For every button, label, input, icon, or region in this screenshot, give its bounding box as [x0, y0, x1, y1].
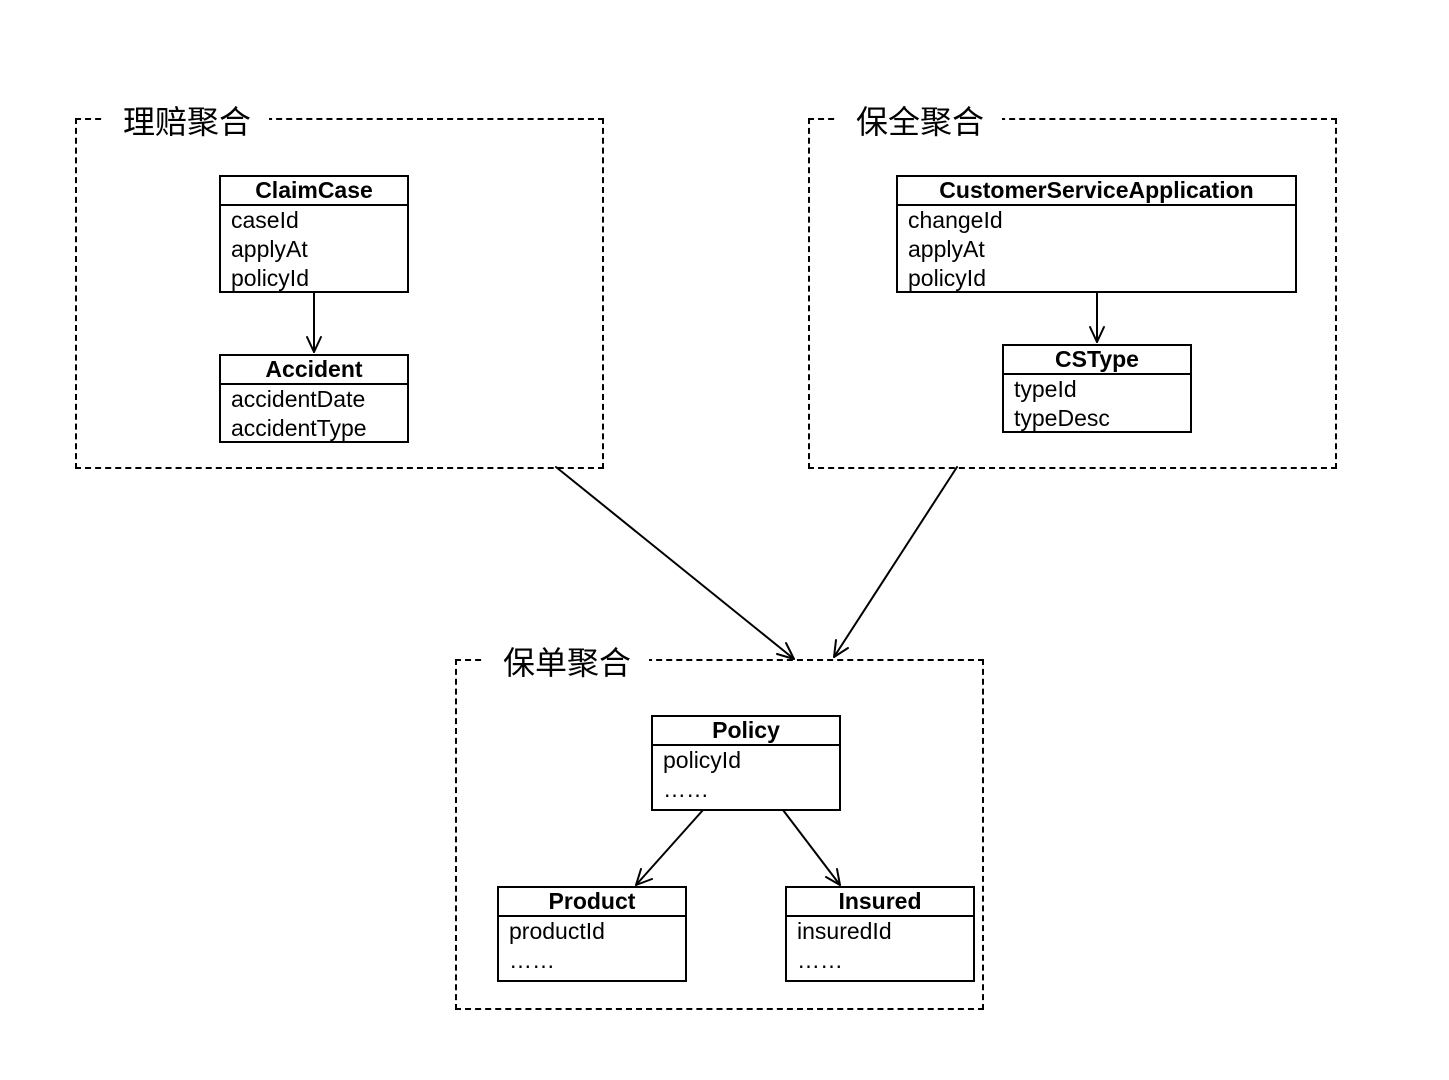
policy-attributes: policyId …… [653, 746, 839, 804]
insured-attributes: insuredId …… [787, 917, 973, 975]
class-attribute: …… [797, 947, 843, 973]
accident-attributes: accidentDate accidentType [221, 385, 407, 443]
cs-type-class-name: CSType [1004, 346, 1190, 375]
accident-class[interactable]: Accident accidentDate accidentType [219, 354, 409, 443]
claim-case-class-name: ClaimCase [221, 177, 407, 206]
class-attribute: insuredId [797, 918, 892, 944]
policy-class-name: Policy [653, 717, 839, 746]
claimcase-to-accident-arrow [306, 291, 322, 353]
policy-class[interactable]: Policy policyId …… [651, 715, 841, 811]
claims-aggregate-title: 理赔聚合 [105, 102, 270, 142]
preservation-aggregate-box [808, 118, 1337, 469]
class-attribute: policyId [231, 265, 309, 291]
application-to-cstype-arrow [1089, 291, 1105, 343]
insured-class-name: Insured [787, 888, 973, 917]
product-attributes: productId …… [499, 917, 685, 975]
class-attribute: accidentDate [231, 386, 366, 412]
class-attribute: applyAt [908, 236, 985, 262]
class-attribute: typeDesc [1014, 405, 1110, 431]
cs-type-attributes: typeId typeDesc [1004, 375, 1190, 433]
class-attribute: …… [663, 776, 709, 802]
policy-aggregate-box [455, 659, 984, 1010]
class-attribute: policyId [908, 265, 986, 291]
policy-to-insured-arrow [782, 809, 841, 886]
class-attribute: applyAt [231, 236, 308, 262]
class-attribute: …… [509, 947, 555, 973]
preservation-to-policy-arrow [833, 466, 958, 658]
claims-aggregate-box [75, 118, 604, 469]
preservation-aggregate-title: 保全聚合 [838, 102, 1003, 142]
class-attribute: accidentType [231, 415, 367, 441]
product-class[interactable]: Product productId …… [497, 886, 687, 982]
customer-service-application-class-name: CustomerServiceApplication [898, 177, 1295, 206]
accident-class-name: Accident [221, 356, 407, 385]
class-attribute: typeId [1014, 376, 1077, 402]
product-class-name: Product [499, 888, 685, 917]
cs-type-class[interactable]: CSType typeId typeDesc [1002, 344, 1192, 433]
customer-service-application-attributes: changeId applyAt policyId [898, 206, 1295, 293]
policy-to-product-arrow [635, 809, 704, 886]
class-attribute: productId [509, 918, 605, 944]
class-attribute: caseId [231, 207, 299, 233]
class-attribute: policyId [663, 747, 741, 773]
claims-to-policy-arrow [555, 466, 795, 660]
insured-class[interactable]: Insured insuredId …… [785, 886, 975, 982]
customer-service-application-class[interactable]: CustomerServiceApplication changeId appl… [896, 175, 1297, 293]
policy-aggregate-title: 保单聚合 [485, 643, 650, 683]
class-attribute: changeId [908, 207, 1003, 233]
claim-case-attributes: caseId applyAt policyId [221, 206, 407, 293]
